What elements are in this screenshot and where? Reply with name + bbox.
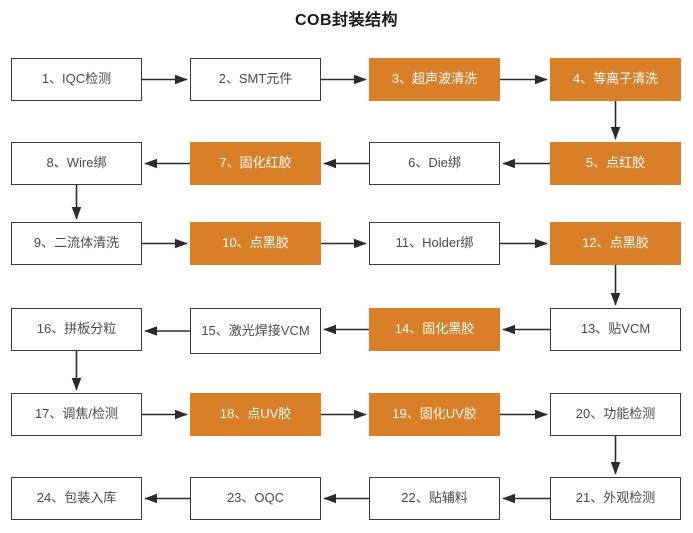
- flow-node-18[interactable]: 18、点UV胶: [190, 393, 321, 436]
- flow-node-13[interactable]: 13、贴VCM: [550, 308, 681, 351]
- flow-node-label: 1、IQC检测: [41, 71, 112, 87]
- flow-node-23[interactable]: 23、OQC: [190, 477, 321, 520]
- flow-node-7[interactable]: 7、固化红胶: [190, 142, 321, 185]
- flow-node-label: 22、贴辅料: [401, 490, 468, 506]
- flow-node-label: 11、Holder绑: [395, 235, 474, 251]
- flow-node-label: 21、外观检测: [575, 490, 656, 506]
- flow-node-label: 6、Die绑: [408, 155, 461, 171]
- flow-node-label: 9、二流体清洗: [33, 235, 120, 251]
- flow-node-label: 24、包装入库: [36, 490, 117, 506]
- flow-node-label: 8、Wire绑: [46, 155, 107, 171]
- flow-node-6[interactable]: 6、Die绑: [369, 142, 500, 185]
- flow-node-16[interactable]: 16、拼板分粒: [11, 308, 142, 351]
- flow-node-1[interactable]: 1、IQC检测: [11, 58, 142, 101]
- flow-node-label: 12、点黑胶: [582, 235, 649, 251]
- flow-node-label: 7、固化红胶: [219, 155, 292, 171]
- flow-node-label: 3、超声波清洗: [391, 71, 478, 87]
- flow-node-label: 5、点红胶: [585, 155, 646, 171]
- flow-node-11[interactable]: 11、Holder绑: [369, 222, 500, 265]
- flow-node-12[interactable]: 12、点黑胶: [550, 222, 681, 265]
- flow-node-22[interactable]: 22、贴辅料: [369, 477, 500, 520]
- flow-node-label: 13、贴VCM: [580, 321, 651, 337]
- flow-node-10[interactable]: 10、点黑胶: [190, 222, 321, 265]
- flow-node-8[interactable]: 8、Wire绑: [11, 142, 142, 185]
- flow-node-17[interactable]: 17、调焦/检测: [11, 393, 142, 436]
- flow-node-3[interactable]: 3、超声波清洗: [369, 58, 500, 101]
- flow-node-label: 23、OQC: [226, 490, 285, 506]
- flow-node-15[interactable]: 15、激光焊接VCM: [190, 308, 321, 354]
- page-title: COB封装结构: [294, 12, 399, 29]
- flow-node-label: 18、点UV胶: [219, 406, 292, 422]
- flow-node-label: 4、等离子清洗: [572, 71, 659, 87]
- flow-node-label: 19、固化UV胶: [392, 406, 477, 422]
- flow-node-label: 10、点黑胶: [222, 235, 289, 251]
- flow-node-5[interactable]: 5、点红胶: [550, 142, 681, 185]
- flow-node-label: 20、功能检测: [575, 406, 656, 422]
- flow-node-24[interactable]: 24、包装入库: [11, 477, 142, 520]
- flow-node-9[interactable]: 9、二流体清洗: [11, 222, 142, 265]
- flow-node-label: 15、激光焊接VCM: [201, 322, 310, 338]
- flow-node-14[interactable]: 14、固化黑胶: [369, 308, 500, 351]
- flow-node-4[interactable]: 4、等离子清洗: [550, 58, 681, 101]
- flow-node-20[interactable]: 20、功能检测: [550, 393, 681, 436]
- flow-node-19[interactable]: 19、固化UV胶: [369, 393, 500, 436]
- flow-node-21[interactable]: 21、外观检测: [550, 477, 681, 520]
- flow-node-2[interactable]: 2、SMT元件: [190, 58, 321, 101]
- flow-node-label: 17、调焦/检测: [34, 406, 119, 422]
- flow-node-label: 14、固化黑胶: [394, 321, 475, 337]
- flow-node-label: 16、拼板分粒: [36, 321, 117, 337]
- flow-node-label: 2、SMT元件: [218, 71, 293, 87]
